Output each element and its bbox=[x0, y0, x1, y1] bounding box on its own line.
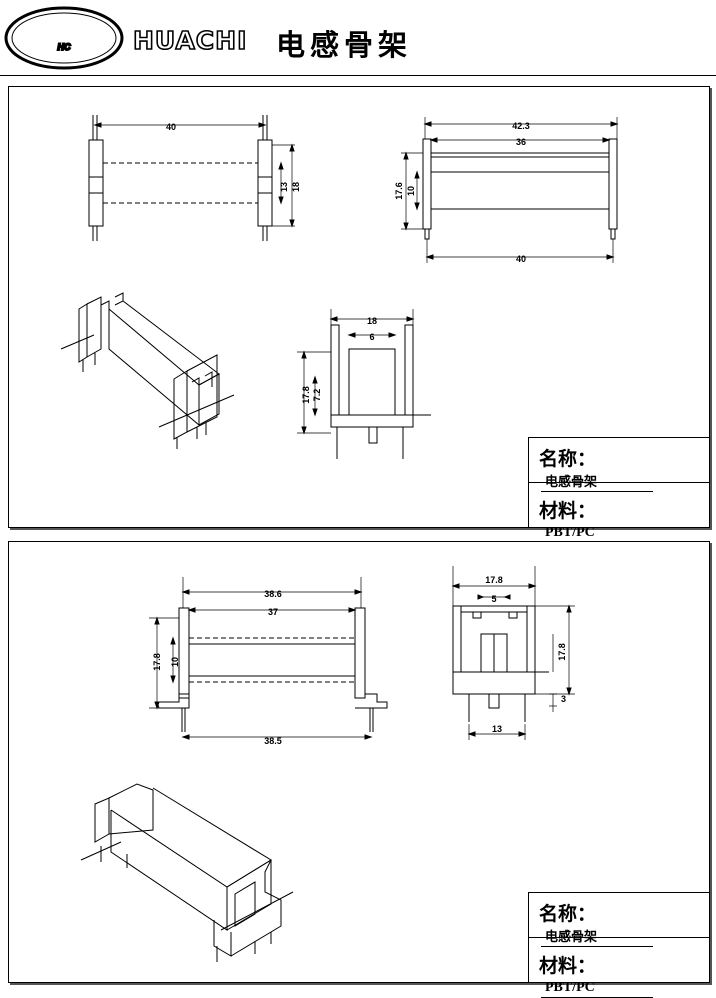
material-key: 材料： bbox=[539, 500, 597, 522]
title-block-1: 名称：电感骨架 材料：PBT/PC bbox=[528, 437, 710, 543]
material-value: PBT/PC bbox=[541, 980, 653, 998]
title-block-divider bbox=[529, 482, 709, 483]
isometric-view-2 bbox=[80, 783, 294, 962]
svg-text:6: 6 bbox=[369, 332, 374, 342]
svg-text:18: 18 bbox=[367, 316, 377, 326]
end-view-2 bbox=[451, 566, 575, 740]
material-key: 材料： bbox=[539, 955, 597, 977]
drawing-panel-2: 38.6 37 17.8 10 38.5 bbox=[8, 541, 710, 998]
svg-text:13: 13 bbox=[279, 182, 289, 192]
svg-text:17.8: 17.8 bbox=[152, 653, 162, 671]
svg-text:17.8: 17.8 bbox=[485, 575, 503, 585]
name-key: 名称： bbox=[539, 903, 597, 925]
title-block-2: 名称：电感骨架 材料： PBT/PC bbox=[528, 892, 710, 998]
material-row: 材料： PBT/PC bbox=[539, 951, 709, 998]
end-view bbox=[297, 309, 431, 459]
svg-text:18: 18 bbox=[291, 182, 301, 192]
page-title: 电感骨架 bbox=[276, 28, 413, 62]
svg-text:42.3: 42.3 bbox=[512, 121, 530, 131]
hc-logo-icon: HC bbox=[4, 6, 124, 70]
material-row: 材料：PBT/PC bbox=[539, 496, 709, 543]
name-key: 名称： bbox=[539, 448, 597, 470]
svg-text:13: 13 bbox=[492, 724, 502, 734]
side-view-2 bbox=[149, 577, 388, 740]
name-row: 名称：电感骨架 bbox=[539, 444, 709, 492]
svg-text:38.6: 38.6 bbox=[264, 589, 282, 599]
technical-drawing-1: 40 18 13 42.3 bbox=[60, 115, 619, 459]
svg-text:17.8: 17.8 bbox=[301, 386, 311, 404]
svg-text:5: 5 bbox=[491, 594, 496, 604]
svg-text:37: 37 bbox=[268, 607, 278, 617]
svg-text:40: 40 bbox=[166, 122, 176, 132]
svg-text:10: 10 bbox=[170, 657, 180, 667]
svg-text:40: 40 bbox=[516, 254, 526, 264]
svg-text:17.6: 17.6 bbox=[394, 182, 404, 200]
svg-text:36: 36 bbox=[516, 137, 526, 147]
svg-text:HC: HC bbox=[58, 42, 71, 52]
drawing-panel-1: 40 18 13 42.3 bbox=[8, 86, 710, 543]
name-row: 名称：电感骨架 bbox=[539, 899, 709, 947]
technical-drawing-2: 38.6 37 17.8 10 38.5 bbox=[80, 566, 575, 962]
title-block-divider bbox=[529, 937, 709, 938]
svg-text:7.2: 7.2 bbox=[312, 389, 322, 402]
page-header: HC HUACHI 电感骨架 bbox=[0, 0, 716, 76]
front-view bbox=[88, 115, 295, 241]
svg-text:3: 3 bbox=[561, 694, 566, 704]
brand-name: HUACHI bbox=[132, 25, 248, 56]
header-divider bbox=[0, 75, 716, 76]
svg-text:17.8: 17.8 bbox=[557, 643, 567, 661]
side-view bbox=[401, 117, 619, 263]
svg-text:38.5: 38.5 bbox=[264, 736, 282, 746]
svg-text:10: 10 bbox=[406, 186, 416, 196]
isometric-view bbox=[60, 292, 235, 449]
